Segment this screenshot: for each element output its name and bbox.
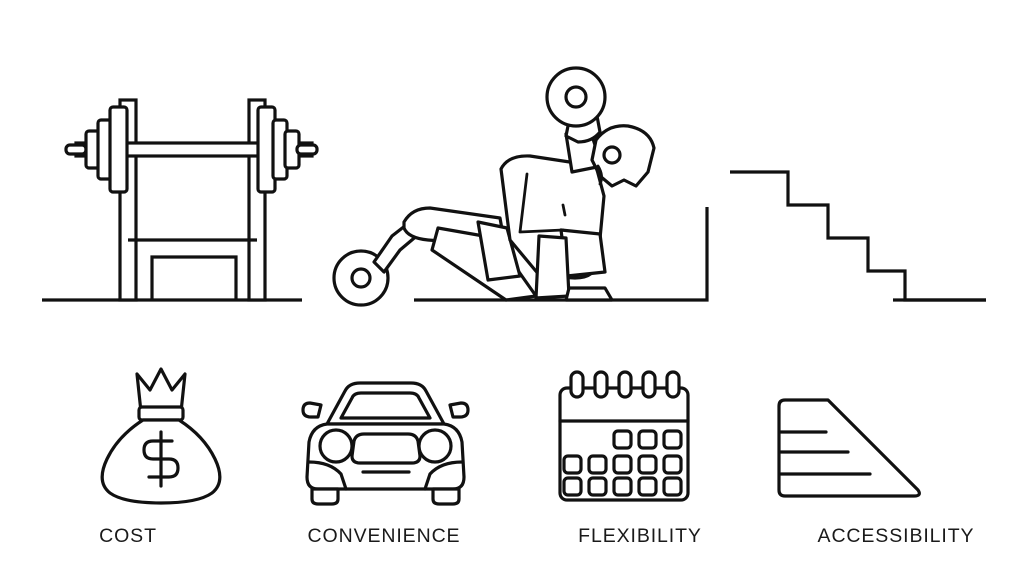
car-mirror-right: [448, 401, 470, 419]
calendar-ring-5: [665, 370, 681, 399]
calendar-day-cell: [662, 454, 683, 475]
calendar-ring-3: [617, 370, 633, 399]
person-shirt-crease: [561, 203, 567, 217]
feature-labels-row: COST CONVENIENCE FLEXIBILITY ACCESSIBILI…: [0, 524, 1024, 564]
person-head: [590, 124, 656, 188]
car-fender-left: [307, 460, 348, 491]
overhead-plate-hub: [564, 85, 588, 109]
descending-stairs: [730, 170, 986, 302]
calendar-day-cell: [662, 429, 683, 450]
calendar-day-cell: [662, 476, 683, 497]
rack-bench-seat: [150, 255, 238, 300]
car-mirror-left: [301, 401, 323, 419]
calendar-day-cell: [612, 476, 633, 497]
calendar-day-cell: [587, 454, 608, 475]
person-shirt-fold: [518, 172, 565, 234]
car-wheel-left: [310, 487, 340, 506]
calendar-day-cell: [637, 429, 658, 450]
feature-label-cost: COST: [99, 525, 157, 547]
car-front-icon: [301, 381, 470, 506]
ramp-icon: [777, 398, 921, 498]
calendar-icon: [558, 370, 690, 502]
calendar-ring-4: [641, 370, 657, 399]
person-knee: [476, 220, 522, 282]
car-grille: [350, 432, 422, 465]
feature-label-flexibility: FLEXIBILITY: [578, 525, 702, 547]
car-fender-right: [423, 460, 464, 491]
squat-rack: [64, 98, 319, 302]
calendar-ring-1: [569, 370, 585, 399]
rack-sleeve-tip-left: [64, 143, 88, 156]
rack-sleeve-tip-right: [295, 143, 319, 156]
person-eye: [602, 145, 622, 165]
calendar-ring-2: [593, 370, 609, 399]
calendar-day-cell: [562, 476, 583, 497]
person-jaw: [596, 164, 603, 186]
person-foot: [564, 286, 614, 302]
money-bag-band: [137, 405, 185, 422]
ground-segment-riser: [600, 207, 709, 302]
car-headlight-left: [318, 428, 354, 464]
floor-plate-hub: [350, 267, 372, 289]
car-windshield: [339, 391, 432, 420]
calendar-day-cell: [637, 476, 658, 497]
rack-plate-left-large: [108, 105, 129, 194]
person-support-shin: [534, 234, 571, 300]
stairs-profile: [730, 170, 986, 302]
calendar-day-cell: [612, 454, 633, 475]
money-bag-crown: [135, 367, 187, 414]
calendar-day-cell: [562, 454, 583, 475]
calendar-day-cell: [587, 476, 608, 497]
feature-label-accessibility: ACCESSIBILITY: [817, 525, 975, 547]
car-wheel-right: [431, 487, 461, 506]
calendar-day-cell: [612, 429, 633, 450]
feature-label-convenience: CONVENIENCE: [307, 525, 461, 547]
ramp-wedge: [777, 398, 921, 498]
person-exercising: [332, 66, 656, 307]
money-bag-icon: [100, 367, 222, 505]
car-headlight-right: [417, 428, 453, 464]
calendar-day-cell: [637, 454, 658, 475]
